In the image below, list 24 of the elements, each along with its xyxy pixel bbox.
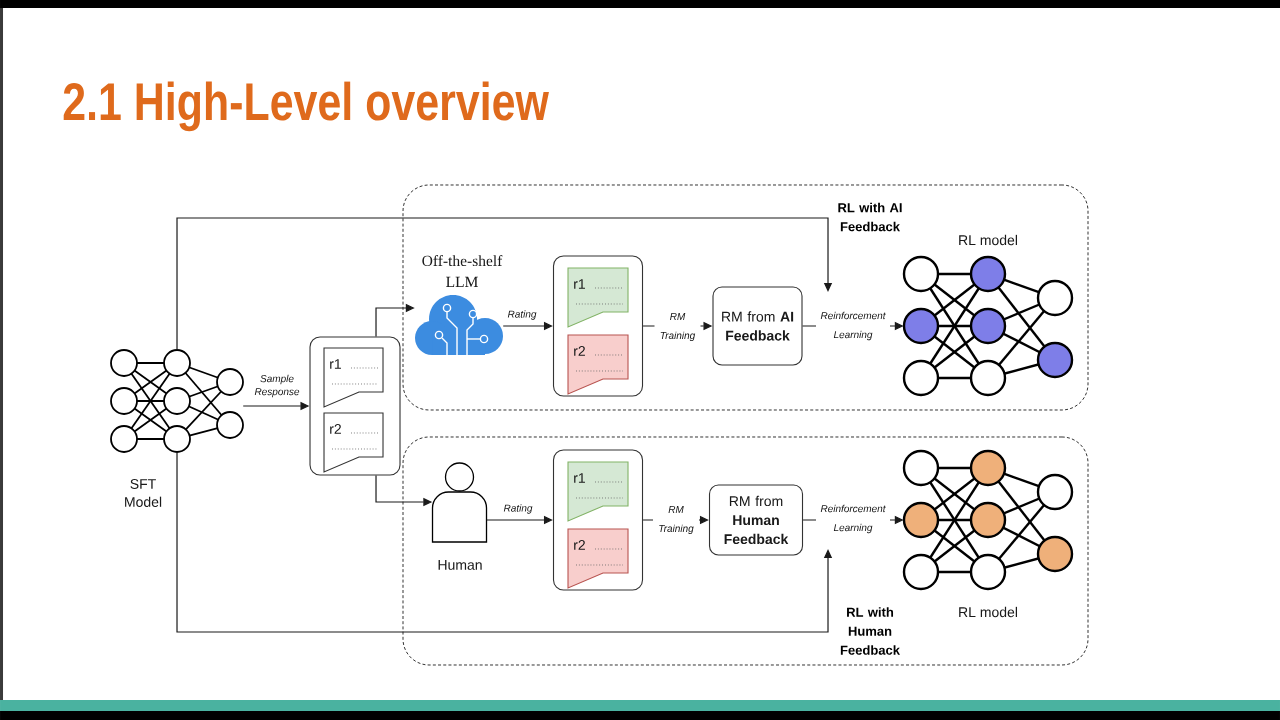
edge-label: Reinforcement Learning (816, 310, 890, 342)
edge-label: Reinforcement Learning (816, 503, 890, 535)
edge-label: Rating (507, 310, 537, 320)
icon-label: Off-the-shelf LLM (422, 255, 503, 287)
edge-label: RM Training (653, 505, 699, 535)
edge-label: RM Training (654, 312, 701, 342)
model-label: RL model (959, 606, 1017, 618)
group-label: RL with AI Feedback (838, 202, 902, 232)
speech-bubble: r1 (567, 267, 629, 328)
slide-title: 2.1 High-Level overview (63, 81, 549, 132)
speech-bubble: r2 (567, 334, 629, 395)
speech-bubble: r2 (567, 528, 629, 589)
process-box: RM from Human Feedback (708, 484, 804, 556)
speech-bubble: r1 (567, 461, 629, 522)
model-label: SFT Model (125, 479, 162, 507)
process-box: RM from AI Feedback (712, 286, 803, 366)
group-label: RL with Human Feedback (840, 607, 900, 655)
edge-label: Rating (503, 504, 533, 514)
edge-label: Sample Response (254, 374, 300, 398)
speech-bubble: r1 (323, 347, 384, 408)
arrow (176, 217, 833, 351)
model-label: RL model (959, 234, 1017, 246)
icon-label: Human (438, 560, 482, 570)
speech-bubble: r2 (323, 412, 384, 473)
